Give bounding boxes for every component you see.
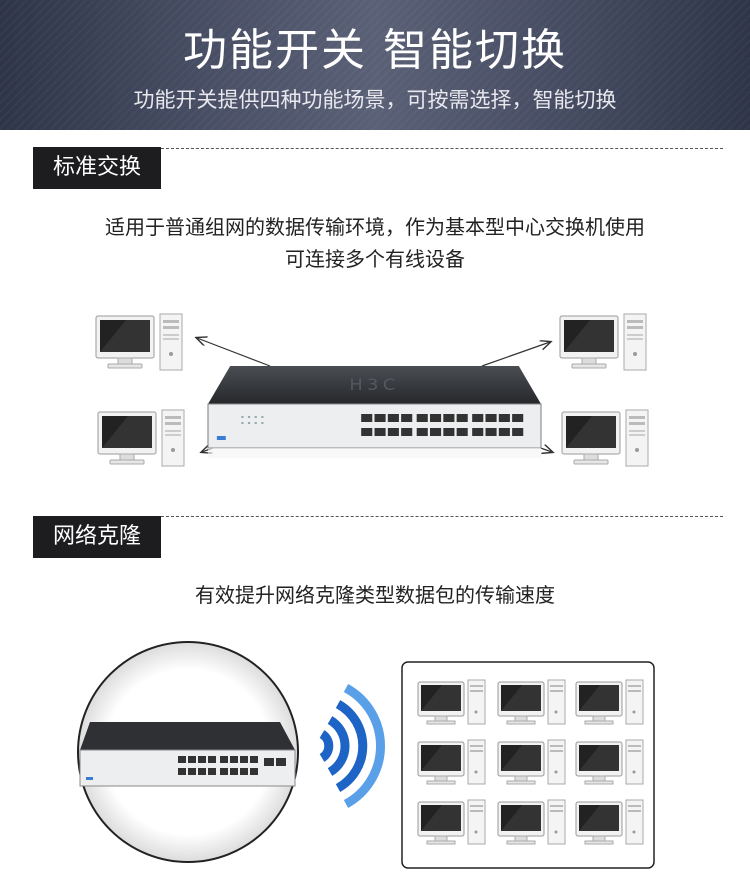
section1-desc-line1: 适用于普通组网的数据传输环境，作为基本型中心交换机使用 xyxy=(105,215,645,239)
wifi-signal-icon xyxy=(319,684,385,808)
section-label-standard: 标准交换 xyxy=(33,147,161,189)
computer-icon xyxy=(97,409,185,467)
page-subtitle: 功能开关提供四种功能场景，可按需选择，智能切换 xyxy=(133,88,617,112)
computer-icon xyxy=(95,313,183,371)
computer-icon xyxy=(561,409,649,467)
connection-arrow xyxy=(481,342,550,367)
switch-icon: H3C xyxy=(207,366,542,458)
computer-icon xyxy=(559,313,647,371)
standard-switching-diagram: H3C xyxy=(95,313,649,467)
section-label-clone: 网络克隆 xyxy=(33,516,161,558)
switch-icon xyxy=(79,722,296,787)
network-clone-diagram xyxy=(77,641,655,869)
section1-desc-line2: 可连接多个有线设备 xyxy=(285,247,465,271)
section-divider xyxy=(161,516,723,517)
section-divider xyxy=(161,148,723,149)
header-banner: 功能开关 智能切换 功能开关提供四种功能场景，可按需选择，智能切换 xyxy=(0,0,750,130)
section2-desc: 有效提升网络克隆类型数据包的传输速度 xyxy=(195,583,555,607)
svg-text:H3C: H3C xyxy=(349,375,399,394)
page-title: 功能开关 智能切换 xyxy=(183,25,567,76)
connection-arrow xyxy=(197,338,271,367)
